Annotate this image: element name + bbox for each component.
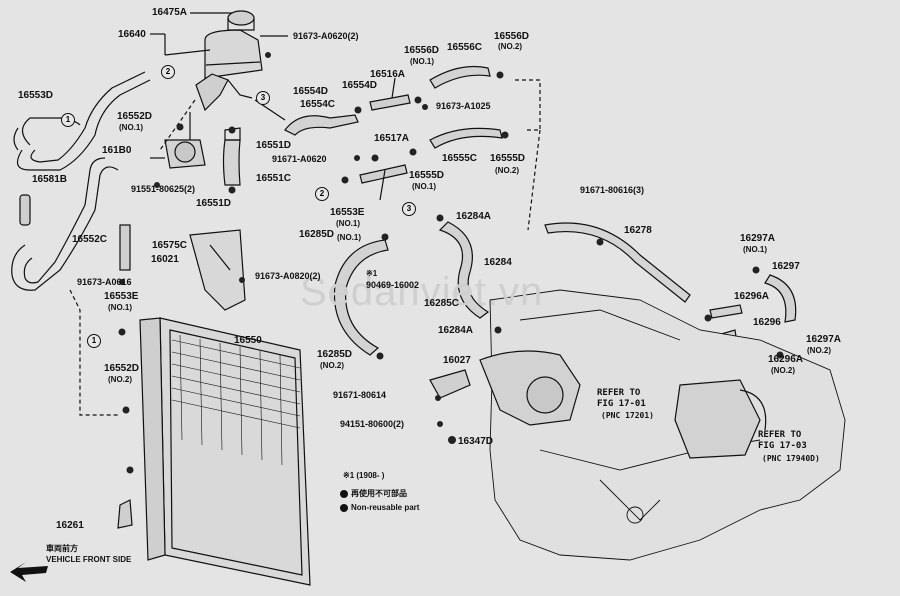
part-16297A[interactable]: 16297A [740,233,776,244]
label-no1: (NO.1) [410,57,434,66]
label-note-1: ※1 [366,269,378,278]
label-no1: (NO.1) [108,303,132,312]
part-91671-80614[interactable]: 91671-80614 [333,390,387,400]
part-16296A-b[interactable]: 16296A [768,354,804,365]
callout-1-circle: 1 [61,113,75,127]
label-no1: (NO.1) [412,182,436,191]
part-16285D-b[interactable]: 16285D [317,349,353,360]
refer-fig-17-03-line1: REFER TO [758,430,802,440]
legend-en: Non-reusable part [351,503,420,512]
part-16261[interactable]: 16261 [56,520,84,531]
label-no2: (NO.2) [320,361,344,370]
legend-note: ※1 (1908- ) [343,471,385,480]
part-16556D-no2[interactable]: 16556D [494,31,530,42]
label-no2: (NO.2) [108,375,132,384]
part-16554D-b[interactable]: 16554D [342,80,378,91]
part-161B0[interactable]: 161B0 [102,145,132,156]
label-no1: (NO.1) [337,233,361,242]
part-91673-A0620[interactable]: 91673-A0620(2) [293,31,359,41]
part-16555C[interactable]: 16555C [442,153,478,164]
part-16554C[interactable]: 16554C [300,99,336,110]
part-16027[interactable]: 16027 [443,355,471,366]
part-16551D-b[interactable]: 16551D [196,198,232,209]
refer-fig-17-01-pnc: (PNC 17201) [601,411,654,420]
radiator-16550 [159,317,311,586]
part-16516A[interactable]: 16516A [370,69,406,80]
part-16297[interactable]: 16297 [772,261,800,272]
part-90469-16002[interactable]: 90469-16002 [366,280,420,290]
part-16285D[interactable]: 16285D [299,229,335,240]
label-no2: (NO.2) [771,366,795,375]
part-16553E-b[interactable]: 16553E [104,291,139,302]
hose-16553D [13,71,151,171]
reservoir-tank [195,10,263,112]
part-16552D-b[interactable]: 16552D [104,363,140,374]
part-16554D[interactable]: 16554D [293,86,329,97]
part-91671-A0620[interactable]: 91671-A0620 [272,154,327,164]
part-16284A-b[interactable]: 16284A [438,325,474,336]
part-16021[interactable]: 16021 [151,254,179,265]
part-16297A-b[interactable]: 16297A [806,334,842,345]
part-16296A[interactable]: 16296A [734,291,770,302]
front-side-jp: 車両前方 [46,544,78,553]
part-91673-A1025[interactable]: 91673-A1025 [436,101,491,111]
part-16552D[interactable]: 16552D [117,111,153,122]
non-reusable-dot-icon [340,503,348,512]
label-no1: (NO.1) [743,245,767,254]
part-91673-A0616[interactable]: 91673-A0616 [77,277,132,287]
part-16556C[interactable]: 16556C [447,42,483,53]
part-91671-80616[interactable]: 91671-80616(3) [580,185,645,195]
refer-fig-17-03-link[interactable]: FIG 17-03 [758,441,807,451]
label-no2: (NO.2) [495,166,519,175]
callout-1-circle: 1 [87,334,101,348]
part-91673-A0820[interactable]: 91673-A0820(2) [255,271,321,281]
part-16296[interactable]: 16296 [753,317,781,328]
refer-fig-17-01-link[interactable]: FIG 17-01 [597,399,646,409]
part-16551D[interactable]: 16551D [256,140,292,151]
part-16555D[interactable]: 16555D [490,153,526,164]
legend-jp: 再使用不可部品 [351,489,407,498]
pump-161B0 [150,112,206,169]
part-91551-80625[interactable]: 91551-80625(2) [131,184,196,194]
refer-fig-17-03-pnc: (PNC 17940D) [762,454,820,463]
callout-3-circle: 3 [402,202,416,216]
part-16278[interactable]: 16278 [624,225,652,236]
part-16553D[interactable]: 16553D [18,90,54,101]
part-16581B[interactable]: 16581B [32,174,68,185]
front-side-en: VEHICLE FRONT SIDE [46,555,132,564]
part-16640[interactable]: 16640 [118,29,146,40]
part-16284A[interactable]: 16284A [456,211,492,222]
legend-en-row: Non-reusable part [340,503,419,512]
part-16556D[interactable]: 16556D [404,45,440,56]
part-16551C[interactable]: 16551C [256,173,292,184]
callout-3-circle: 3 [256,91,270,105]
non-reusable-dot-icon [340,489,348,498]
part-16552C[interactable]: 16552C [72,234,108,245]
engine-block [489,289,846,561]
part-94151-80600[interactable]: 94151-80600(2) [340,419,405,429]
part-16475A[interactable]: 16475A [152,7,188,18]
part-16285C[interactable]: 16285C [424,298,460,309]
part-16347D[interactable]: 16347D [458,436,494,447]
callout-2-circle: 2 [161,65,175,79]
watermark-text: Sedanviet.vn [300,270,544,314]
label-no2: (NO.2) [498,42,522,51]
part-16517A[interactable]: 16517A [374,133,410,144]
hose-16552C [11,157,119,291]
callout-2-circle: 2 [315,187,329,201]
part-16550[interactable]: 16550 [234,335,262,346]
part-16553E[interactable]: 16553E [330,207,365,218]
legend-jp-row: 再使用不可部品 [340,489,407,498]
refer-fig-17-01-line1: REFER TO [597,388,641,398]
label-no2: (NO.2) [807,346,831,355]
part-16284[interactable]: 16284 [484,257,512,268]
label-no1: (NO.1) [119,123,143,132]
part-16575C[interactable]: 16575C [152,240,188,251]
label-no1: (NO.1) [336,219,360,228]
part-16555D-b[interactable]: 16555D [409,170,445,181]
